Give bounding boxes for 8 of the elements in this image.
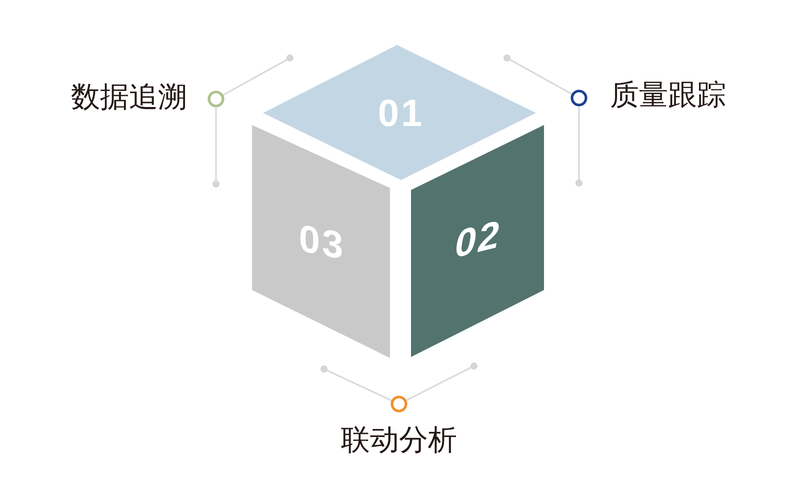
cube-face — [252, 125, 390, 358]
cube-face — [411, 125, 544, 357]
topic-label: 联动分析 — [341, 426, 457, 454]
face-number: 02 — [454, 215, 502, 265]
topic-label: 数据追溯 — [71, 82, 187, 112]
topic-label: 质量跟踪 — [610, 80, 726, 110]
cube-face — [263, 45, 536, 180]
face-number: 01 — [378, 95, 424, 133]
